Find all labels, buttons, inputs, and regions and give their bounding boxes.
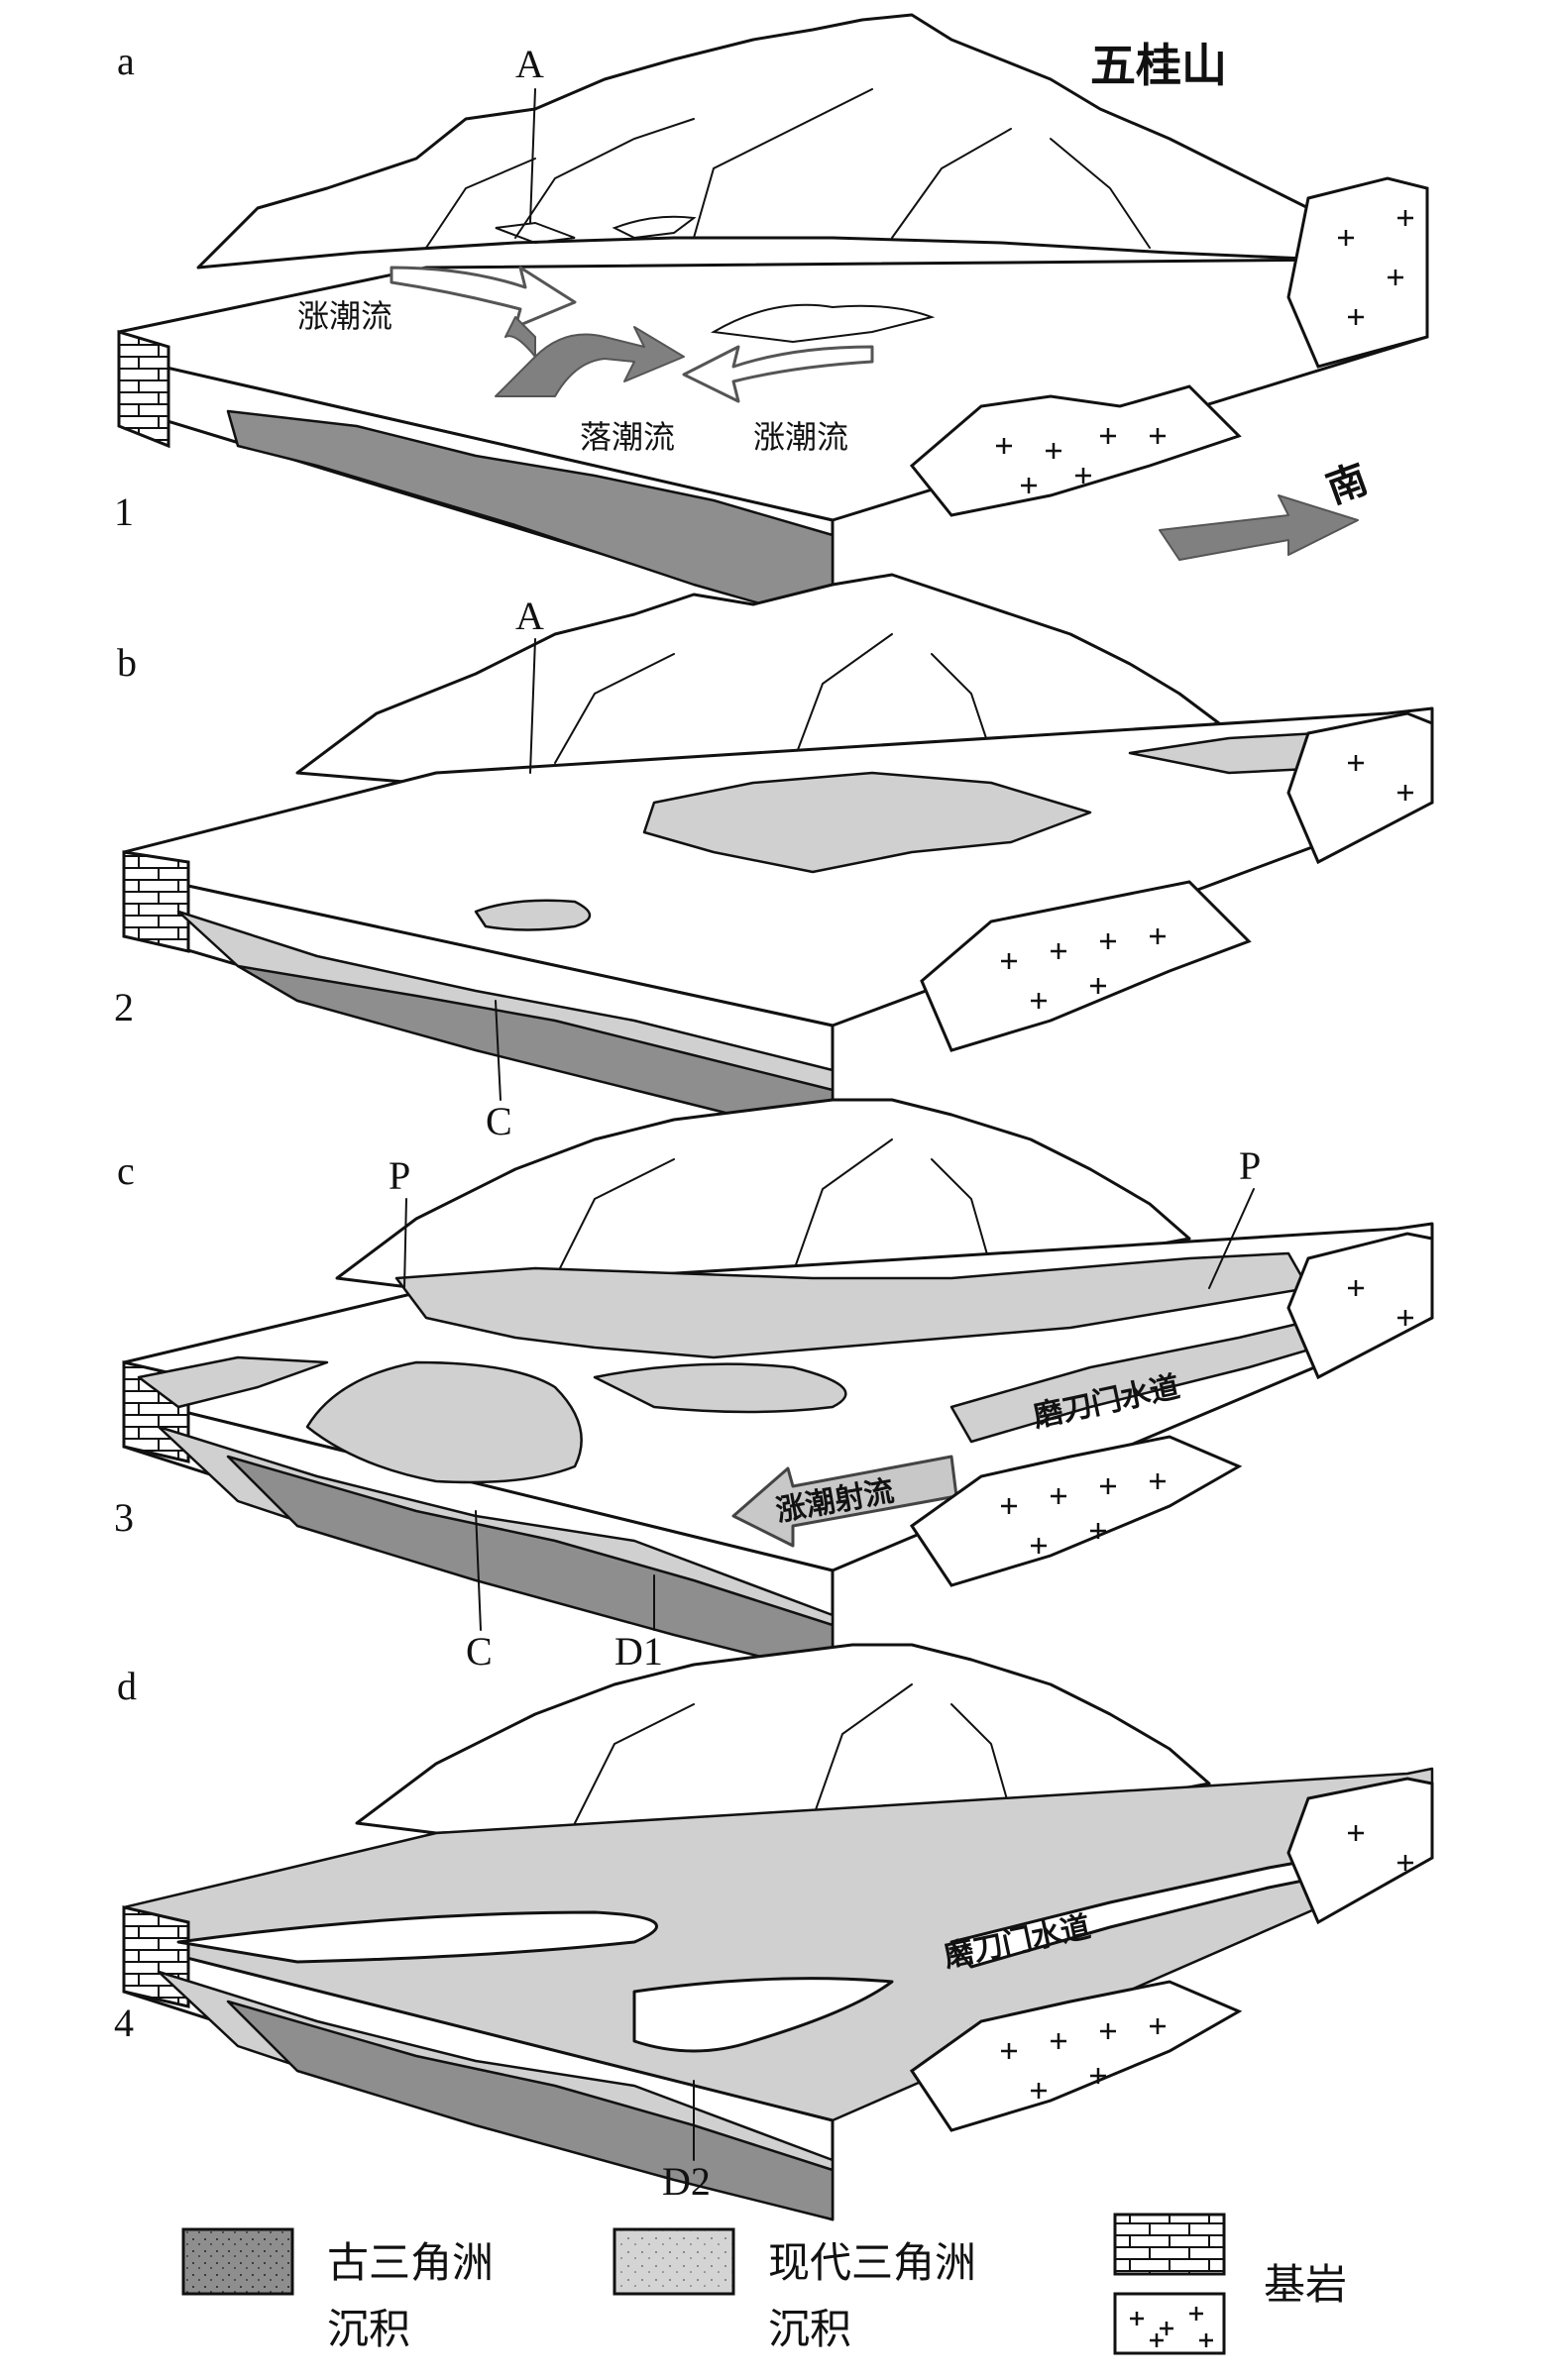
plain-surface-1 <box>117 246 1429 522</box>
panel-number-1: 1 <box>114 489 134 534</box>
flood-current-label-left: 涨潮流 <box>297 297 392 335</box>
panel-number-2: 2 <box>114 985 134 1029</box>
flood-current-arrow-left <box>390 266 577 329</box>
legend-swatch-granite <box>1113 2292 1226 2355</box>
point-c-panel-2: C <box>486 1099 512 1143</box>
labels: a 1 b 2 c 3 d 4 五桂山 A 涨潮流 落潮流 涨潮流 南 A C … <box>114 39 1374 2204</box>
granite-cross-marks-1 <box>996 210 1413 493</box>
point-d1: D1 <box>614 1629 663 1674</box>
north-label: 南 <box>1320 456 1374 513</box>
panel-letter-a: a <box>117 39 135 83</box>
granite-block-1 <box>909 384 1242 517</box>
ancient-delta-layer-4 <box>226 2000 835 2221</box>
point-a-panel-2: A <box>515 594 544 638</box>
legend-bedrock-label: 基岩 <box>1264 2260 1347 2309</box>
mountain-range-1 <box>196 13 1399 270</box>
modern-delta-surface-3 <box>394 1251 1310 1359</box>
granite-cross-marks-3 <box>1001 1280 1413 1554</box>
north-arrow <box>1159 494 1359 561</box>
point-a-panel-1: A <box>515 42 544 86</box>
legend-swatch-modern <box>613 2227 735 2296</box>
flood-current-label-right: 涨潮流 <box>753 418 848 456</box>
legend-modern-line1: 现代三角洲 <box>768 2238 976 2287</box>
panel-letter-b: b <box>117 640 137 685</box>
limestone-block-1 <box>117 329 170 449</box>
legend: 古三角洲 沉积 现代三角洲 沉积 基岩 <box>181 2213 1347 2355</box>
point-d2: D2 <box>662 2159 711 2204</box>
panel-1 <box>117 13 1429 626</box>
panel-number-3: 3 <box>114 1495 134 1540</box>
flood-jet-arrow <box>731 1455 958 1548</box>
point-p-right: P <box>1239 1143 1261 1188</box>
panel-4 <box>122 1643 1434 2221</box>
ebb-current-arrow <box>495 316 685 397</box>
ebb-current-label: 落潮流 <box>580 418 675 456</box>
panel-letter-d: d <box>117 1664 137 1708</box>
point-p-left: P <box>389 1153 410 1198</box>
legend-modern-line2: 沉积 <box>768 2305 851 2353</box>
legend-swatch-ancient <box>181 2227 294 2296</box>
ancient-delta-layer-1 <box>226 409 835 626</box>
point-c-panel-3: C <box>466 1629 493 1674</box>
legend-ancient-line1: 古三角洲 <box>327 2238 494 2287</box>
panel-letter-c: c <box>117 1148 135 1193</box>
mountain-label: 五桂山 <box>1090 39 1227 92</box>
panel-2 <box>122 573 1434 1141</box>
flood-current-arrow-right <box>682 345 874 403</box>
granite-cross-marks-2 <box>1001 755 1413 1009</box>
legend-swatch-limestone <box>1113 2213 1226 2276</box>
panel-number-4: 4 <box>114 2001 134 2045</box>
limestone-block-2 <box>122 850 190 953</box>
granite-block-2 <box>920 880 1252 1052</box>
granite-cross-marks-4 <box>1001 1825 1413 2099</box>
modern-delta-patch-2 <box>642 771 1092 874</box>
legend-ancient-line2: 沉积 <box>327 2305 410 2353</box>
panel-3 <box>122 1098 1434 1677</box>
